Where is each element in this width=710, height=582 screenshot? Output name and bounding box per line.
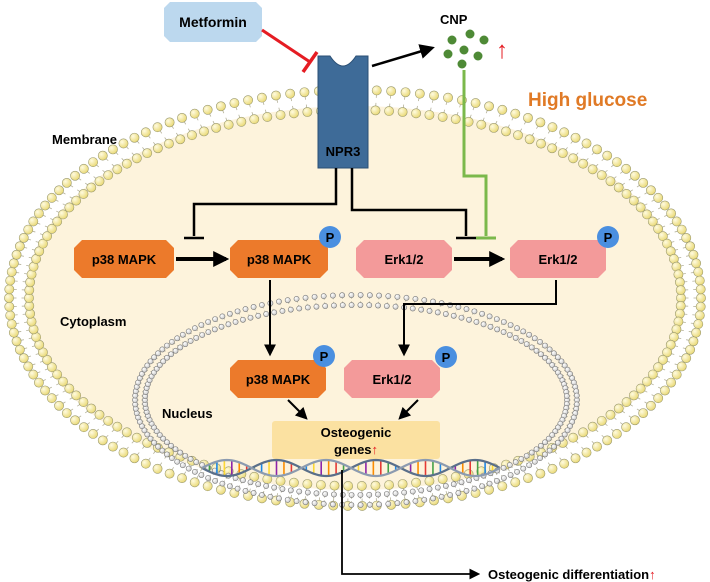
erk-active-node: Erk1/2 P <box>510 226 619 278</box>
erk-inactive-label: Erk1/2 <box>384 252 423 267</box>
p38-to-genes-arrow <box>287 399 308 420</box>
erk-nuclear-phospho-label: P <box>442 350 451 365</box>
p38-active-phospho-badge <box>319 226 341 248</box>
p38-nuclear-phospho-badge <box>313 345 335 367</box>
p38-nuclear-label: p38 MAPK <box>246 372 311 387</box>
membrane-lipid-heads <box>4 85 706 511</box>
npr3-to-cnp-arrow <box>371 44 435 68</box>
erk-translocation-arrow <box>398 280 557 357</box>
erk-nuclear-label: Erk1/2 <box>372 372 411 387</box>
membrane-label: Membrane <box>52 132 117 147</box>
nuclear-envelope <box>132 292 580 508</box>
genes-increase-arrow: ↑ <box>372 442 379 457</box>
erk-to-genes-arrow <box>398 399 419 420</box>
erk-nuclear-node: Erk1/2 P <box>344 346 457 398</box>
metformin-label: Metformin <box>179 14 247 30</box>
svg-text:genes↑: genes↑ <box>334 442 378 457</box>
erk-active-label: Erk1/2 <box>538 252 577 267</box>
cell-membrane <box>4 85 706 511</box>
outcome-arrow <box>341 470 481 580</box>
p38-nuclear-phospho-label: P <box>320 349 329 364</box>
p38-inactive-label: p38 MAPK <box>92 252 157 267</box>
erk-active-phospho-badge <box>597 226 619 248</box>
npr3-inhibit-p38-edge <box>184 168 338 240</box>
outcome-increase-arrow: ↑ <box>649 567 656 582</box>
metformin-node: Metformin <box>164 2 262 42</box>
cytoplasm-area <box>25 106 685 490</box>
cnp-increase-arrow: ↑ <box>496 37 508 64</box>
p38-nuclear-node: p38 MAPK P <box>230 345 335 398</box>
cnp-inhibition-edge <box>462 70 496 240</box>
p38-active-node: p38 MAPK P <box>230 226 341 278</box>
p38-active-label: p38 MAPK <box>247 252 312 267</box>
svg-text:Osteogenic differentiation↑: Osteogenic differentiation↑ <box>488 567 656 582</box>
npr3-inhibit-erk-edge <box>350 168 476 240</box>
outcome-label: Osteogenic differentiation <box>488 567 649 582</box>
genes-label-line2: genes <box>334 442 372 457</box>
dna-helix-icon <box>201 458 501 478</box>
erk-inactive-node: Erk1/2 <box>356 240 452 278</box>
cnp-molecules <box>443 29 489 69</box>
erk-nuclear-phospho-badge <box>435 346 457 368</box>
nucleus-label: Nucleus <box>162 406 213 421</box>
genes-label-line1: Osteogenic <box>321 425 392 440</box>
p38-active-phospho-label: P <box>326 230 335 245</box>
metformin-inhibition-edge <box>261 28 319 74</box>
nucleus-lipid-heads <box>132 292 580 508</box>
cytoplasm-label: Cytoplasm <box>60 314 126 329</box>
npr3-receptor: NPR3 <box>317 55 369 169</box>
erk-active-phospho-label: P <box>604 230 613 245</box>
p38-inactive-node: p38 MAPK <box>74 240 174 278</box>
cnp-label: CNP <box>440 12 468 27</box>
osteogenic-genes-node: Osteogenic genes↑ <box>272 421 440 459</box>
condition-label: High glucose <box>528 90 647 111</box>
npr3-label: NPR3 <box>326 144 361 159</box>
